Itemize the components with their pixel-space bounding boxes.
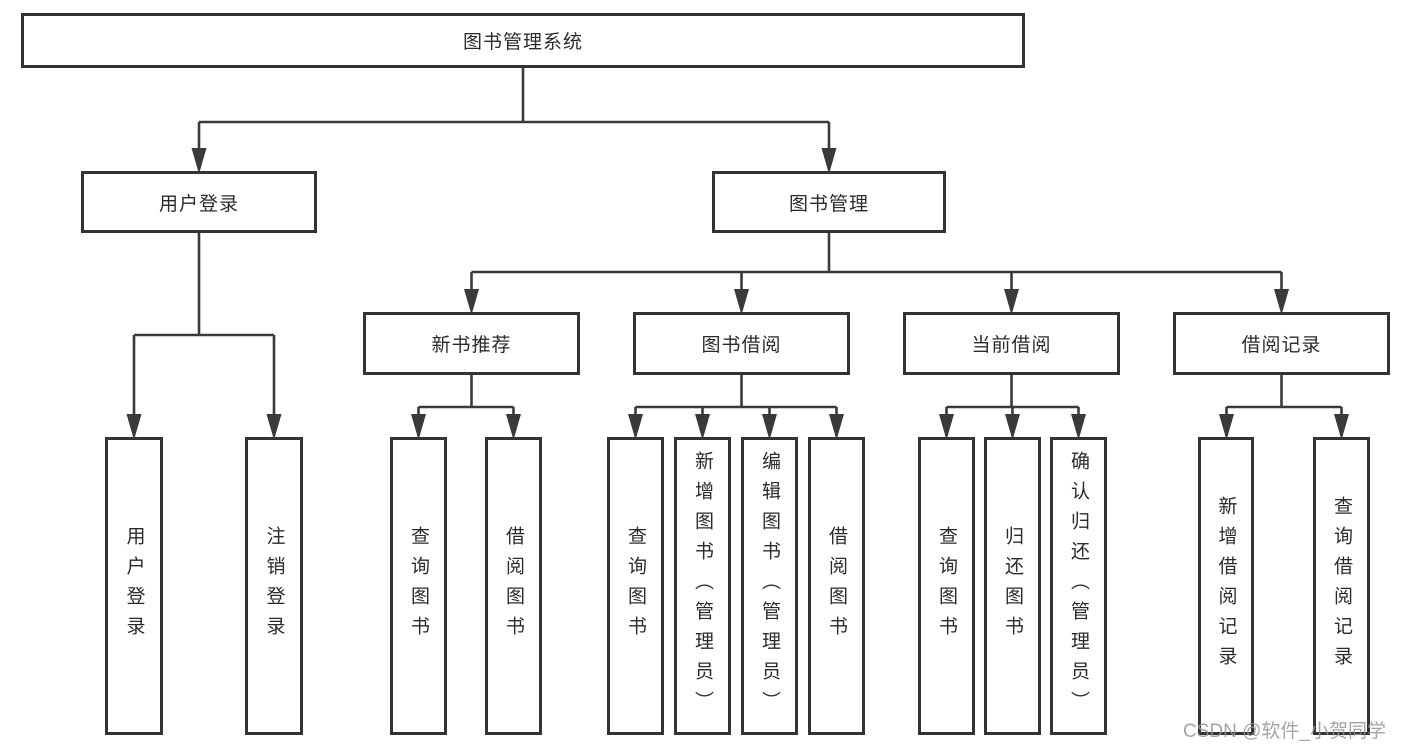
leaf-query-books-borrow: 查询图书 [607,437,664,735]
leaf-borrow-books: 借阅图书 [808,437,865,735]
edges-book-management-children [464,233,1289,315]
leaf-query-books-current: 查询图书 [918,437,975,735]
leaf-user-login: 用户登录 [105,437,163,735]
node-root-label: 图书管理系统 [462,32,583,53]
leaf-borrow-books-recommend-label: 借阅图书 [503,526,524,646]
edges-user-login-children [126,233,282,440]
leaf-borrow-books-label: 借阅图书 [826,526,847,646]
leaf-logout-label: 注销登录 [263,526,285,646]
node-borrow-records: 借阅记录 [1173,312,1390,375]
leaf-edit-book-admin-label: 编辑图书（管理员） [759,451,780,721]
node-current-borrow-label: 当前借阅 [971,335,1052,356]
node-user-login-label: 用户登录 [158,193,239,215]
node-book-borrow-label: 图书借阅 [701,335,782,356]
leaf-return-book: 归还图书 [984,437,1041,735]
csdn-watermark: CSDN @软件_小贺同学 [1183,721,1386,742]
node-root-library-system: 图书管理系统 [21,13,1025,68]
leaf-add-borrow-record-label: 新增借阅记录 [1215,496,1237,676]
leaf-add-book-admin-label: 新增图书（管理员） [692,451,713,721]
node-user-login: 用户登录 [81,171,317,233]
leaf-add-book-admin: 新增图书（管理员） [674,437,731,735]
leaf-query-books-recommend: 查询图书 [390,437,447,735]
leaf-return-book-label: 归还图书 [1002,526,1023,646]
leaf-query-borrow-record: 查询借阅记录 [1313,437,1370,735]
leaf-logout: 注销登录 [245,437,303,735]
edges-book-borrow-children [628,375,844,440]
leaf-query-books-recommend-label: 查询图书 [408,526,429,646]
node-book-management-label: 图书管理 [788,193,869,215]
leaf-confirm-return-admin: 确认归还（管理员） [1050,437,1107,735]
leaf-borrow-books-recommend: 借阅图书 [485,437,542,735]
leaf-query-books-current-label: 查询图书 [936,526,957,646]
edges-borrow-record-children [1219,375,1349,440]
leaf-user-login-label: 用户登录 [123,526,145,646]
leaf-add-borrow-record: 新增借阅记录 [1198,437,1254,735]
edges-root-to-level2 [191,68,837,174]
node-new-book-recommend-label: 新书推荐 [431,335,512,356]
node-book-management: 图书管理 [712,171,946,233]
node-current-borrow: 当前借阅 [903,312,1120,375]
leaf-confirm-return-admin-label: 确认归还（管理员） [1068,451,1089,721]
leaf-query-borrow-record-label: 查询借阅记录 [1331,496,1352,676]
node-book-borrow: 图书借阅 [633,312,850,375]
edges-current-borrow-children [939,375,1086,440]
leaf-query-books-borrow-label: 查询图书 [625,526,646,646]
node-borrow-records-label: 借阅记录 [1241,335,1322,356]
edges-new-book-children [411,375,521,440]
leaf-edit-book-admin: 编辑图书（管理员） [741,437,798,735]
node-new-book-recommend: 新书推荐 [363,312,580,375]
